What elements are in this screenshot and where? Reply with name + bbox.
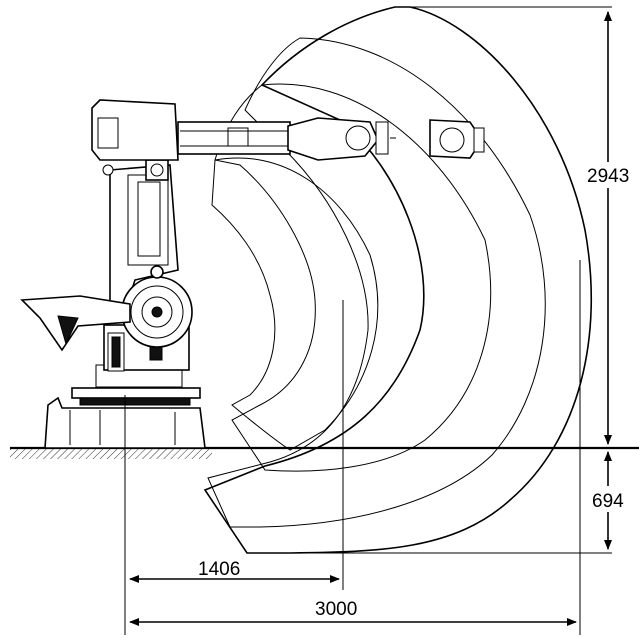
dimension-label-1406: 1406 [198, 559, 240, 580]
dimension-label-3000: 3000 [315, 599, 357, 620]
dimension-below-floor: 694 [590, 451, 639, 550]
robot-wrist [287, 117, 396, 161]
robot-main-joint [121, 265, 193, 348]
robot-wrist-max-reach [429, 119, 485, 159]
robot-upper-arm [91, 99, 291, 176]
dimension-label-2943: 2943 [587, 166, 629, 187]
floor [10, 446, 639, 459]
dimension-max-reach: 3000 [129, 599, 577, 626]
dimension-max-height: 2943 [585, 10, 639, 445]
dimension-min-reach: 1406 [129, 559, 340, 583]
dimension-label-694: 694 [592, 491, 624, 512]
working-range-envelope [203, 6, 593, 554]
robot-lower-arm [109, 159, 179, 321]
robot-counterweight [20, 295, 131, 352]
